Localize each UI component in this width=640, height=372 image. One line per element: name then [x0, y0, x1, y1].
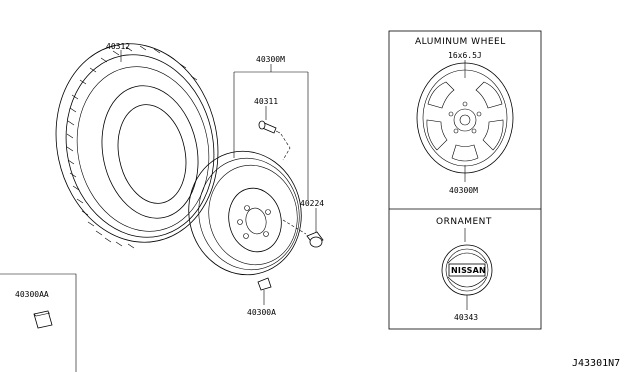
aluminum-wheel-size: 16x6.5J	[448, 51, 482, 60]
label-weight: 40300A	[247, 308, 276, 317]
ornament-badge-text: NISSAN	[451, 266, 486, 275]
ornament-title: ORNAMENT	[436, 217, 492, 227]
label-alloy-wheel: 40300M	[449, 186, 478, 195]
tire-illustration	[55, 43, 219, 249]
aluminum-wheel-title: ALUMINUM WHEEL	[415, 37, 506, 47]
label-tire: 40312	[106, 42, 130, 51]
steel-wheel-illustration	[188, 150, 302, 276]
ornament-illustration: NISSAN	[441, 244, 493, 296]
label-nut: 40224	[300, 199, 324, 208]
weight-set-box	[0, 273, 77, 372]
alloy-wheel-illustration	[416, 62, 514, 174]
label-wheel-assembly: 40300M	[256, 55, 285, 64]
label-valve: 40311	[254, 97, 278, 106]
valve-illustration	[258, 120, 291, 161]
label-ornament: 40343	[454, 313, 478, 322]
options-panel	[388, 30, 542, 330]
label-weight-set: 40300AA	[15, 290, 49, 299]
weight-set-illustration	[33, 310, 53, 329]
weight-illustration	[257, 277, 272, 291]
nut-illustration	[282, 219, 324, 248]
bracket-wheel-assembly	[233, 64, 309, 200]
diagram-code: J43301N7	[572, 358, 620, 369]
